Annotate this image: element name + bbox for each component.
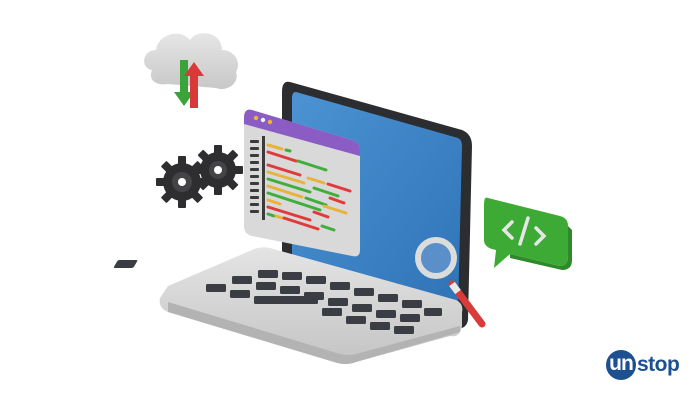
laptop-keyboard xyxy=(113,247,463,364)
code-bubble-icon xyxy=(484,197,572,270)
logo-text: stop xyxy=(637,353,680,376)
gears-icon xyxy=(156,145,243,208)
magnifying-glass-icon xyxy=(415,237,486,328)
cloud-sync-icon xyxy=(144,33,239,108)
code-window xyxy=(244,109,360,257)
logo-badge: un xyxy=(606,350,636,380)
unstop-logo: un stop xyxy=(606,349,680,381)
